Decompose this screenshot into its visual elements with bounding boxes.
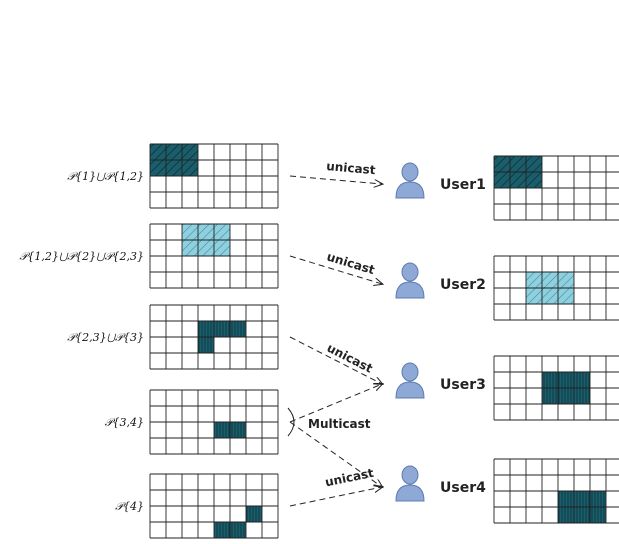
set-label: 𝒫{1}⋃𝒫{1,2} [67, 170, 144, 183]
left-grid-highlight [198, 337, 214, 353]
link-arrow [289, 175, 382, 184]
link-arrow [289, 336, 382, 384]
user-label: User4 [440, 480, 486, 496]
link-label: unicast [326, 159, 377, 177]
user-label: User2 [440, 277, 486, 293]
left-grid-highlight [246, 506, 262, 522]
link-arrow [289, 487, 382, 507]
set-label: 𝒫{2,3}⋃𝒫{3} [67, 331, 144, 344]
link-arrow [289, 421, 382, 487]
set-label: 𝒫{3,4} [105, 416, 144, 429]
user-icon [395, 362, 425, 399]
link-arrow [289, 384, 382, 423]
user-grid-2 [493, 355, 619, 421]
left-grids-group: 𝒫{1}⋃𝒫{1,2} 𝒫{1,2}⋃𝒫{2}⋃𝒫{2,3} 𝒫{2,3}⋃𝒫{3}… [19, 143, 279, 539]
link-label: Multicast [308, 417, 371, 431]
user-grid-1 [493, 255, 619, 321]
left-grid-0 [149, 143, 279, 209]
link-label: unicast [325, 249, 376, 277]
left-grid-2 [149, 304, 279, 370]
left-grid-3 [149, 389, 279, 455]
set-label: 𝒫{1,2}⋃𝒫{2}⋃𝒫{2,3} [19, 250, 144, 263]
user-icon [395, 262, 425, 299]
user-grid-0 [493, 155, 619, 221]
set-label: 𝒫{4} [115, 500, 144, 513]
user-label: User1 [440, 177, 486, 193]
user-grid-3 [493, 458, 619, 524]
link-label: unicast [324, 466, 375, 490]
link-label: unicast [325, 341, 375, 376]
multicast-arc [287, 407, 295, 437]
user-icon [395, 162, 425, 199]
left-grid-1 [149, 223, 279, 289]
user-label: User3 [440, 377, 486, 393]
link-arrow [289, 255, 382, 284]
left-grid-highlight [198, 321, 246, 337]
left-grid-4 [149, 473, 279, 539]
user-icon [395, 465, 425, 502]
